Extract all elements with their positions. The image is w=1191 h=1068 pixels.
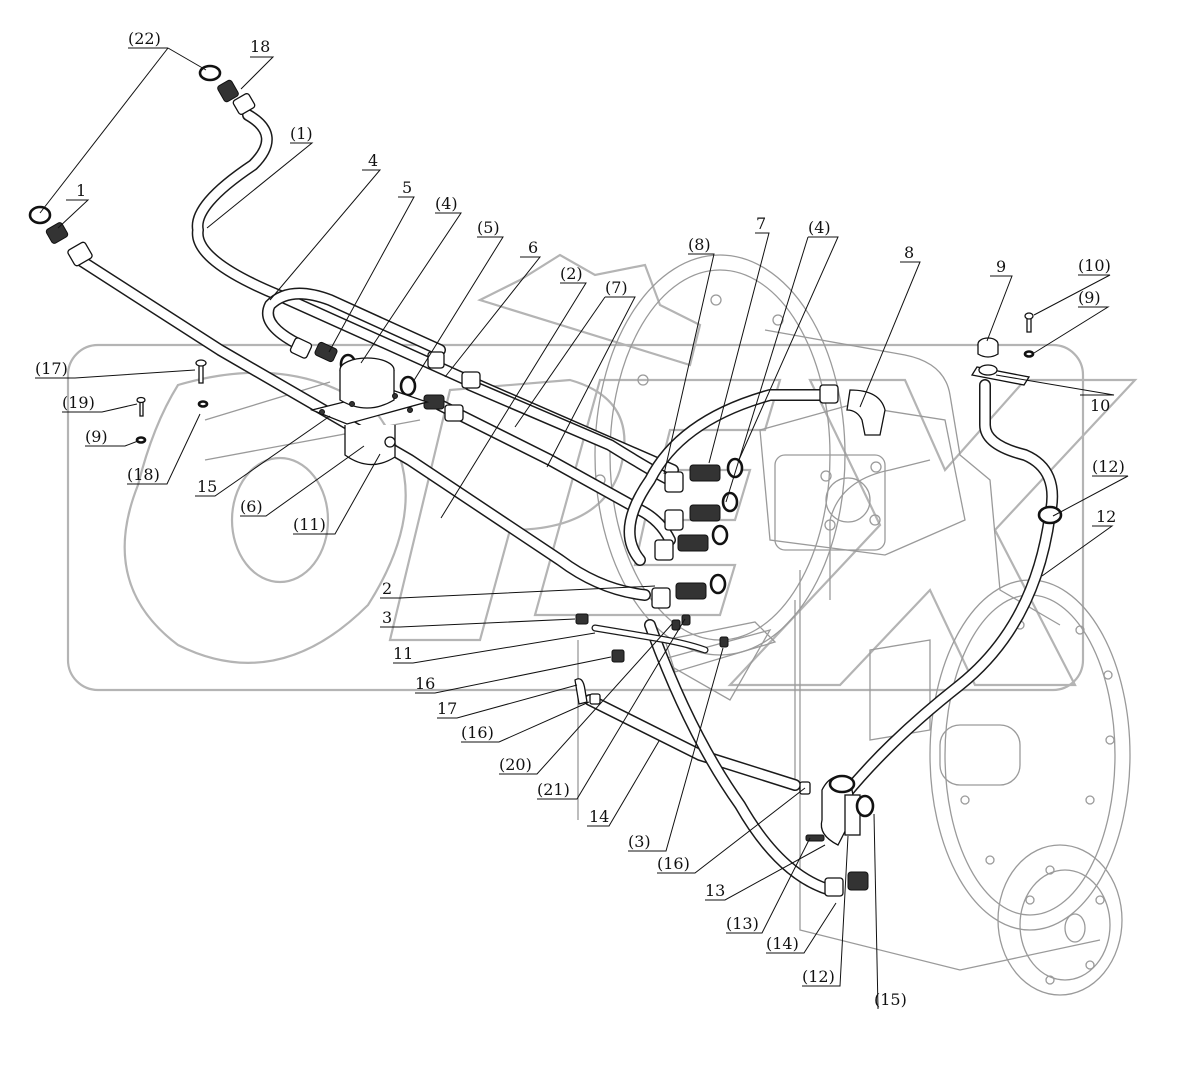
- callout-c27: (6): [240, 497, 263, 516]
- callout-c33: 17: [437, 699, 457, 718]
- callout-c15: 8: [904, 243, 914, 262]
- callout-c36: (21): [537, 780, 570, 799]
- leader-lines: [35, 47, 1129, 1010]
- pipe-8: [623, 389, 831, 566]
- callout-c1: (22): [128, 29, 161, 48]
- callout-c7: (4): [435, 194, 458, 213]
- pipe-1: [191, 109, 679, 476]
- callout-c29: 2: [382, 579, 392, 598]
- callout-c37: 14: [589, 807, 609, 826]
- callout-c2: 18: [250, 37, 270, 56]
- filter-block: [309, 357, 430, 466]
- callout-c44: (15): [874, 990, 907, 1009]
- callout-c8: (5): [477, 218, 500, 237]
- callout-c38: (3): [628, 832, 651, 851]
- callout-c13: 7: [756, 214, 766, 233]
- callout-c22: (17): [35, 359, 68, 378]
- callout-c24: (9): [85, 427, 108, 446]
- callout-c28: (11): [293, 515, 326, 534]
- callout-c4: 1: [76, 181, 86, 200]
- callout-c21: 12: [1096, 507, 1116, 526]
- callout-c11: (7): [605, 278, 628, 297]
- callout-c39: (16): [657, 854, 690, 873]
- callout-c20: (12): [1092, 457, 1125, 476]
- callout-c34: (16): [461, 723, 494, 742]
- seal-rings: [28, 64, 1063, 818]
- pipe-14: [584, 694, 801, 791]
- callout-c35: (20): [499, 755, 532, 774]
- callout-c32: 16: [415, 674, 435, 693]
- callout-c25: (18): [127, 465, 160, 484]
- pipe-3-long: [644, 619, 836, 896]
- callout-c17: (10): [1078, 256, 1111, 275]
- callout-c31: 11: [393, 644, 413, 663]
- hose-11: [591, 624, 709, 654]
- callout-c10: (2): [560, 264, 583, 283]
- bracket-10: [970, 312, 1035, 386]
- callout-c42: (14): [766, 934, 799, 953]
- callout-c12: (8): [688, 235, 711, 254]
- pipe-2: [74, 254, 651, 601]
- callout-c16: 9: [996, 257, 1006, 276]
- callout-c40: 13: [705, 881, 725, 900]
- callout-c43: (12): [802, 967, 835, 986]
- callout-c41: (13): [726, 914, 759, 933]
- callout-c30: 3: [382, 608, 392, 627]
- callout-c9: 6: [528, 238, 538, 257]
- callout-c26: 15: [197, 477, 217, 496]
- callout-c3: (1): [290, 124, 313, 143]
- bolts-left: [135, 359, 209, 444]
- callout-labels: (22) 18 (1) 1 4 5 (4) (5) 6 (2) (7) (8) …: [35, 29, 1125, 1009]
- callout-c14: (4): [808, 218, 831, 237]
- callout-c5: 4: [368, 151, 378, 170]
- pipe-4: [262, 287, 446, 356]
- callout-c18: (9): [1078, 288, 1101, 307]
- callout-c19: 10: [1090, 396, 1110, 415]
- pipe-12: [839, 379, 1059, 801]
- callout-c6: 5: [402, 178, 412, 197]
- callout-c23: (19): [62, 393, 95, 412]
- watermark: [66, 253, 1138, 692]
